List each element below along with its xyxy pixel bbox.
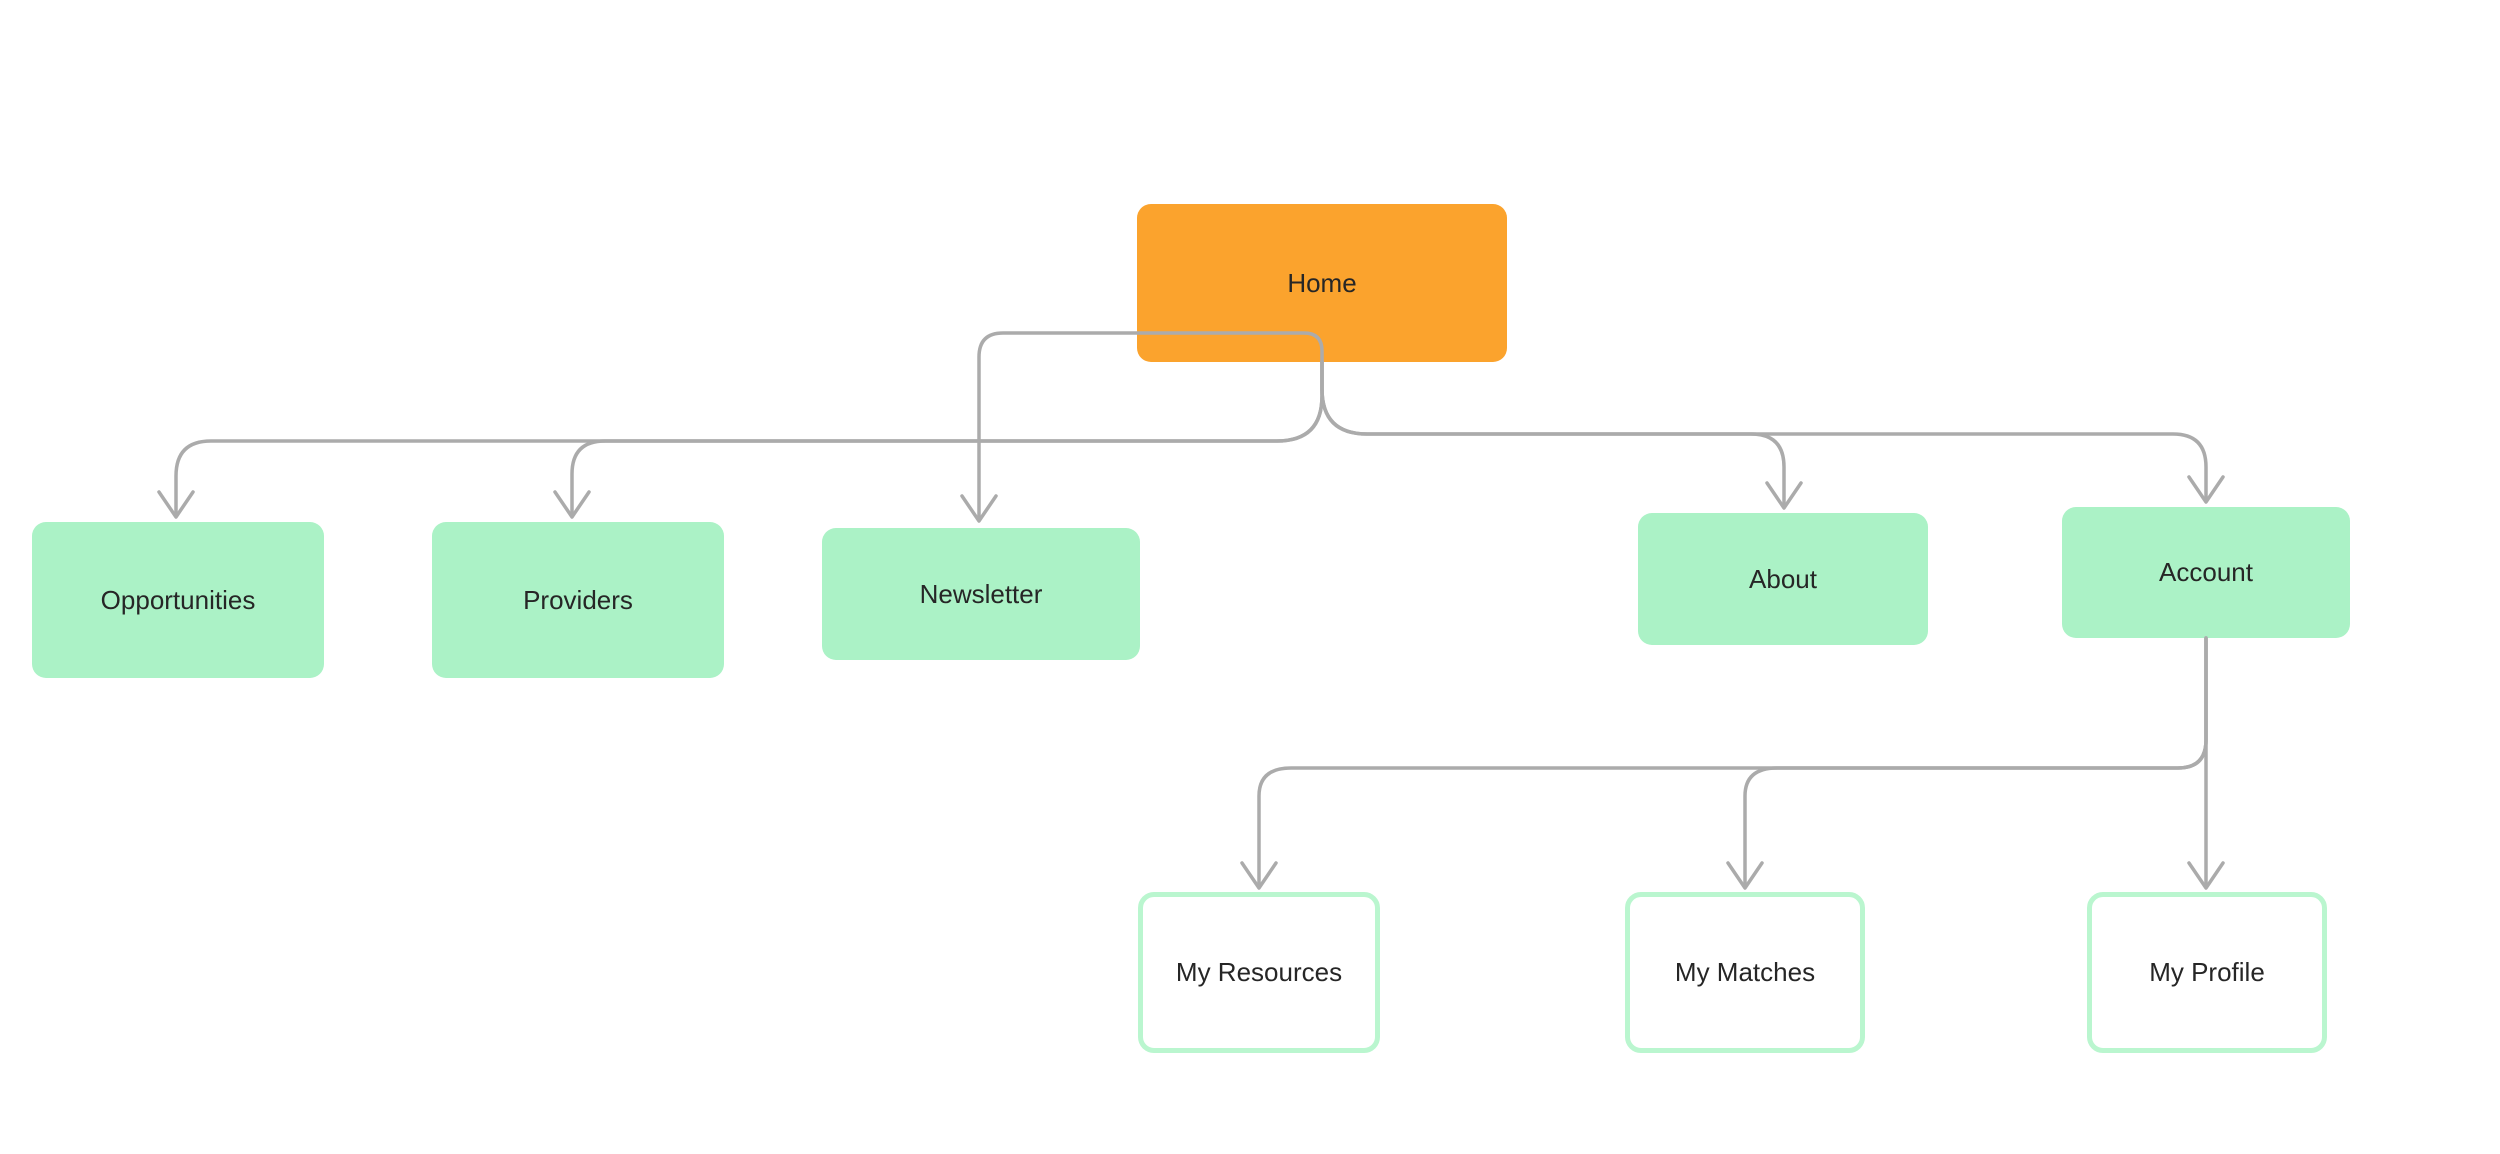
node-account[interactable]: Account bbox=[2062, 507, 2350, 638]
node-providers-label: Providers bbox=[523, 584, 633, 615]
arrowhead-opportunities bbox=[157, 490, 195, 519]
edge-account-my-matches bbox=[1743, 636, 2208, 888]
edge-home-account bbox=[1320, 360, 2208, 502]
arrowhead-my-profile bbox=[2187, 861, 2225, 890]
node-opportunities[interactable]: Opportunities bbox=[32, 522, 324, 678]
arrowhead-account bbox=[2187, 475, 2225, 504]
node-home[interactable]: Home bbox=[1137, 204, 1507, 362]
edge-home-providers bbox=[570, 360, 1324, 517]
edge-account-my-resources bbox=[1257, 636, 2208, 888]
edge-home-about bbox=[1320, 360, 1786, 508]
node-providers[interactable]: Providers bbox=[432, 522, 724, 678]
node-opportunities-label: Opportunities bbox=[100, 584, 256, 615]
node-about-label: About bbox=[1749, 563, 1817, 594]
arrowhead-my-resources bbox=[1240, 861, 1278, 890]
node-account-label: Account bbox=[2159, 557, 2253, 587]
edge-home-opportunities bbox=[174, 360, 1324, 517]
node-my-resources-label: My Resources bbox=[1175, 957, 1343, 987]
arrowhead-about bbox=[1765, 481, 1803, 510]
arrowhead-my-matches bbox=[1726, 861, 1764, 890]
node-newsletter-label: Newsletter bbox=[919, 578, 1043, 609]
node-my-matches-label: My Matches bbox=[1674, 957, 1816, 987]
node-home-label: Home bbox=[1287, 267, 1357, 298]
arrowhead-providers bbox=[553, 490, 591, 519]
node-my-matches[interactable]: My Matches bbox=[1625, 892, 1865, 1053]
node-about[interactable]: About bbox=[1638, 513, 1928, 645]
node-newsletter[interactable]: Newsletter bbox=[822, 528, 1140, 660]
node-my-profile[interactable]: My Profile bbox=[2087, 892, 2327, 1053]
node-my-resources[interactable]: My Resources bbox=[1138, 892, 1380, 1053]
arrowhead-newsletter bbox=[960, 494, 998, 523]
node-my-profile-label: My Profile bbox=[2149, 957, 2265, 987]
